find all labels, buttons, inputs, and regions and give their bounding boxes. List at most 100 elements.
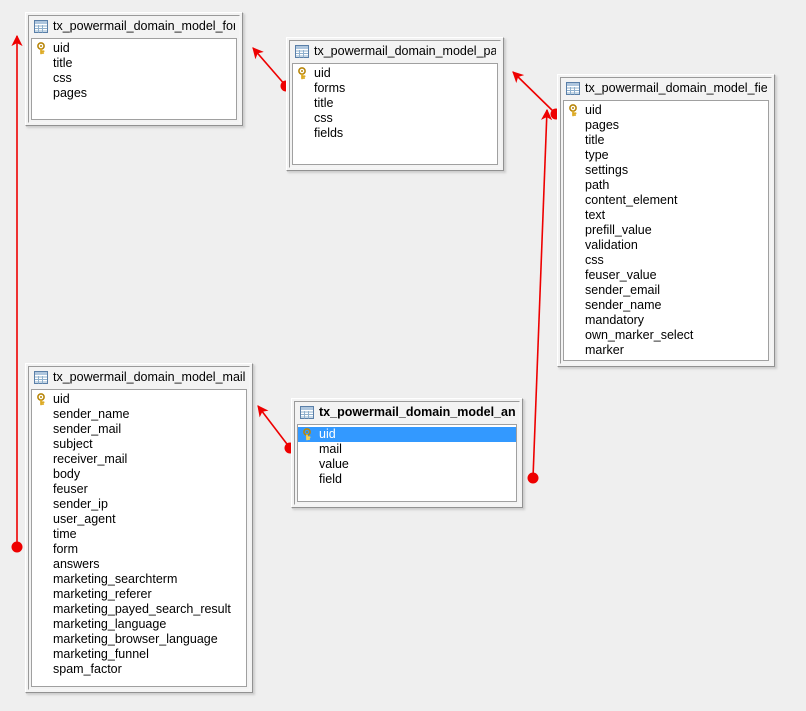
attribute-row[interactable]: settings <box>564 163 768 178</box>
attribute-row[interactable]: subject <box>32 437 246 452</box>
attribute-row[interactable]: validation <box>564 238 768 253</box>
attribute-row[interactable]: value <box>298 457 516 472</box>
entity-header[interactable]: tx_powermail_domain_model_answer <box>295 402 519 424</box>
attribute-list[interactable]: uid forms title css fields <box>292 63 498 165</box>
attribute-label: title <box>53 56 73 70</box>
attribute-row[interactable]: path <box>564 178 768 193</box>
primary-key-icon <box>298 67 306 80</box>
attribute-row[interactable]: title <box>293 96 497 111</box>
attribute-row[interactable]: marketing_referer <box>32 587 246 602</box>
attribute-row[interactable]: css <box>564 253 768 268</box>
attribute-row[interactable]: receiver_mail <box>32 452 246 467</box>
attribute-row[interactable]: marketing_language <box>32 617 246 632</box>
attribute-icon-placeholder <box>568 164 583 177</box>
attribute-row[interactable]: sender_name <box>564 298 768 313</box>
attribute-label: type <box>585 148 609 162</box>
attribute-row[interactable]: sender_email <box>564 283 768 298</box>
attribute-row[interactable]: marketing_searchterm <box>32 572 246 587</box>
attribute-row[interactable]: title <box>32 56 236 71</box>
attribute-row[interactable]: prefill_value <box>564 223 768 238</box>
attribute-row[interactable]: sender_ip <box>32 497 246 512</box>
attribute-row[interactable]: uid <box>293 66 497 81</box>
attribute-row[interactable]: pages <box>32 86 236 101</box>
attribute-label: path <box>585 178 610 192</box>
attribute-row[interactable]: spam_factor <box>32 662 246 677</box>
attribute-list[interactable]: uid sender_name sender_mail subject rece… <box>31 389 247 687</box>
attribute-label: feuser <box>53 482 88 496</box>
attribute-icon-placeholder <box>36 468 51 481</box>
attribute-row[interactable]: user_agent <box>32 512 246 527</box>
attribute-icon-placeholder <box>302 443 317 456</box>
attribute-row[interactable]: css <box>293 111 497 126</box>
entity-tx_powermail_domain_model_answer[interactable]: tx_powermail_domain_model_answer uid mai… <box>291 398 523 508</box>
attribute-icon-placeholder <box>36 603 51 616</box>
attribute-row[interactable]: sender_name <box>32 407 246 422</box>
entity-header[interactable]: tx_powermail_domain_model_pages <box>290 41 500 63</box>
attribute-row[interactable]: mail <box>298 442 516 457</box>
attribute-row[interactable]: marketing_funnel <box>32 647 246 662</box>
attribute-row[interactable]: answers <box>32 557 246 572</box>
entity-title: tx_powermail_domain_model_fields <box>585 81 767 95</box>
attribute-row[interactable]: feuser_value <box>564 268 768 283</box>
entity-tx_powermail_domain_model_fields[interactable]: tx_powermail_domain_model_fields uid pag… <box>557 74 775 367</box>
entity-header[interactable]: tx_powermail_domain_model_mails <box>29 367 249 389</box>
entity-tx_powermail_domain_model_mails[interactable]: tx_powermail_domain_model_mails uid send… <box>25 363 253 693</box>
attribute-label: prefill_value <box>585 223 652 237</box>
attribute-row-selected[interactable]: uid <box>298 427 516 442</box>
attribute-label: settings <box>585 163 629 177</box>
attribute-row[interactable]: marker <box>564 343 768 358</box>
attribute-list[interactable]: uid pages title type settings path conte… <box>563 100 769 361</box>
attribute-icon-placeholder <box>568 149 583 162</box>
attribute-row[interactable]: body <box>32 467 246 482</box>
attribute-icon-placeholder <box>36 663 51 676</box>
attribute-row[interactable]: time <box>32 527 246 542</box>
attribute-label: sender_name <box>585 298 662 312</box>
attribute-label: form <box>53 542 78 556</box>
attribute-label: text <box>585 208 606 222</box>
attribute-icon-placeholder <box>36 438 51 451</box>
attribute-label: mandatory <box>585 313 645 327</box>
attribute-row[interactable]: fields <box>293 126 497 141</box>
entity-tx_powermail_domain_model_pages[interactable]: tx_powermail_domain_model_pages uid form… <box>286 37 504 171</box>
attribute-icon-placeholder <box>302 458 317 471</box>
attribute-label: sender_mail <box>53 422 122 436</box>
attribute-row[interactable]: css <box>32 71 236 86</box>
attribute-icon-placeholder <box>297 127 312 140</box>
attribute-row[interactable]: marketing_browser_language <box>32 632 246 647</box>
attribute-icon-placeholder <box>36 483 51 496</box>
attribute-row[interactable]: feuser <box>32 482 246 497</box>
attribute-icon-placeholder <box>36 543 51 556</box>
attribute-row[interactable]: title <box>564 133 768 148</box>
attribute-row[interactable]: forms <box>293 81 497 96</box>
attribute-label: pages <box>53 86 88 100</box>
attribute-row[interactable]: form <box>32 542 246 557</box>
attribute-list[interactable]: uid title css pages <box>31 38 237 120</box>
entity-tx_powermail_domain_model_forms[interactable]: tx_powermail_domain_model_forms uid titl… <box>25 12 243 126</box>
entity-header[interactable]: tx_powermail_domain_model_fields <box>561 78 771 100</box>
attribute-row[interactable]: sender_mail <box>32 422 246 437</box>
attribute-row[interactable]: mandatory <box>564 313 768 328</box>
attribute-list[interactable]: uid mail value field <box>297 424 517 502</box>
attribute-row[interactable]: field <box>298 472 516 487</box>
attribute-row[interactable]: own_marker_select <box>564 328 768 343</box>
attribute-row[interactable]: type <box>564 148 768 163</box>
attribute-row[interactable]: text <box>564 208 768 223</box>
attribute-label: marketing_payed_search_result <box>53 602 231 616</box>
attribute-row[interactable]: uid <box>32 392 246 407</box>
attribute-row[interactable]: marketing_payed_search_result <box>32 602 246 617</box>
attribute-icon-placeholder <box>36 408 51 421</box>
entity-title: tx_powermail_domain_model_mails <box>53 370 245 384</box>
attribute-row[interactable]: uid <box>32 41 236 56</box>
attribute-row[interactable]: uid <box>564 103 768 118</box>
attribute-icon-placeholder <box>568 344 583 357</box>
attribute-label: fields <box>314 126 344 140</box>
attribute-icon-placeholder <box>36 513 51 526</box>
attribute-row[interactable]: pages <box>564 118 768 133</box>
attribute-label: marketing_referer <box>53 587 152 601</box>
attribute-row[interactable]: content_element <box>564 193 768 208</box>
primary-key-icon <box>37 42 45 55</box>
entity-header[interactable]: tx_powermail_domain_model_forms <box>29 16 239 38</box>
attribute-label: spam_factor <box>53 662 122 676</box>
attribute-label: css <box>53 71 72 85</box>
